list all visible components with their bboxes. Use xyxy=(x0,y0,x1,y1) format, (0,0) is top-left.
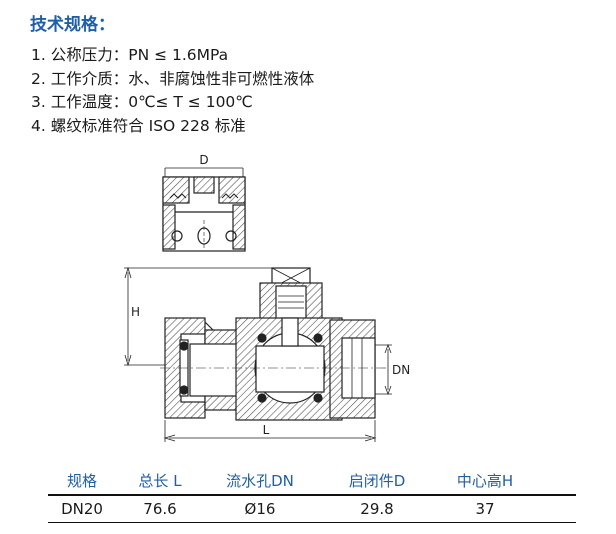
table-top-rule xyxy=(48,494,576,496)
cell-center-height: 37 xyxy=(475,500,495,518)
dim-l-line xyxy=(163,420,377,442)
header-center-height: 中心高H xyxy=(456,472,514,490)
spec-item-thread-standard: 4. 螺纹标准符合 ISO 228 标准 xyxy=(31,116,246,135)
cell-length: 76.6 xyxy=(143,500,177,518)
table-row: DN20 76.6 Ø16 29.8 37 xyxy=(48,500,576,522)
header-length: 总长 L xyxy=(138,472,182,490)
spec-item-medium: 2. 工作介质：水、非腐蚀性非可燃性液体 xyxy=(31,69,315,88)
dim-label-dn: DN xyxy=(392,363,410,377)
spec-item-temperature: 3. 工作温度：0℃≤ T ≤ 100℃ xyxy=(31,93,253,111)
cell-closure-part: 29.8 xyxy=(360,500,394,518)
spec-item-pressure: 1. 公称压力：PN ≤ 1.6MPa xyxy=(31,46,229,64)
spec-title: 技术规格： xyxy=(30,15,115,35)
header-flow-hole: 流水孔DN xyxy=(226,472,294,490)
spec-table-header: 规格 总长 L 流水孔DN 启闭件D 中心高H xyxy=(48,470,576,492)
header-closure-part: 启闭件D xyxy=(348,472,406,490)
spec-list: 1. 公称压力：PN ≤ 1.6MPa 2. 工作介质：水、非腐蚀性非可燃性液体… xyxy=(31,44,314,138)
dim-label-h: H xyxy=(131,305,140,319)
dim-label-d: D xyxy=(199,153,208,167)
dim-label-l: L xyxy=(263,423,270,437)
valve-body xyxy=(160,267,386,421)
end-view-part xyxy=(162,167,246,252)
cell-flow-hole: Ø16 xyxy=(244,500,276,518)
dim-dn-line xyxy=(375,343,392,396)
header-model: 规格 xyxy=(66,472,97,490)
dim-h-line xyxy=(124,266,280,367)
table-bottom-rule xyxy=(48,522,576,523)
cell-model: DN20 xyxy=(61,500,103,518)
